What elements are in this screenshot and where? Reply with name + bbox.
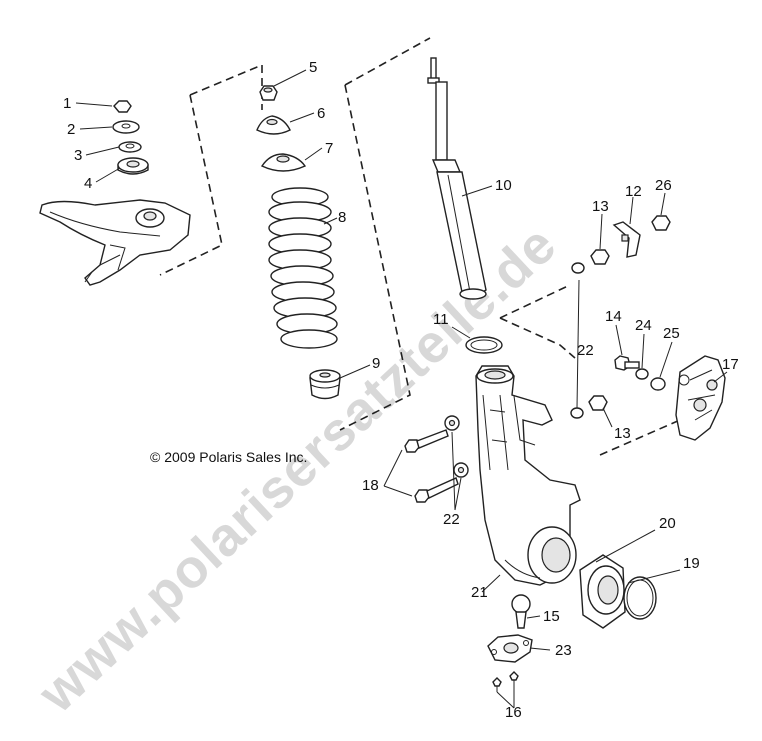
callout-8: 8 [338,209,346,226]
callout-17: 17 [722,356,739,373]
part-19-circlip [623,576,657,620]
part-21-steering-knuckle [475,365,581,586]
callout-10: 10 [495,177,512,194]
sensor-hardware [614,355,666,391]
copyright-text: © 2009 Polaris Sales Inc. [150,449,307,465]
part-15-ball-joint [511,594,531,614]
callout-16: 16 [505,704,522,721]
part-9-bump-stop [309,369,341,400]
callout-24: 24 [635,317,652,334]
callout-12: 12 [625,183,642,200]
lower-ball-joint-parts [487,594,533,692]
part-16-screw-a [492,677,502,687]
part-12-clip [612,221,641,258]
callout-22-lower: 22 [443,511,460,528]
callout-21: 21 [471,584,488,601]
upper-mount-stack [112,100,149,175]
callout-labels: 1 2 3 4 5 6 7 8 9 10 11 12 13 13 14 15 1… [63,59,739,721]
part-11-o-ring [465,336,503,354]
leader-lines [75,69,728,709]
callout-2: 2 [67,121,75,138]
part-25-washer [650,377,666,391]
part-16-screw-b [509,671,519,681]
callout-20: 20 [659,515,676,532]
part-13-nut-upper [590,249,610,265]
callout-13-upper: 13 [592,198,609,215]
callout-5: 5 [309,59,317,76]
small-hardware-right [570,215,671,419]
part-2-washer [112,120,140,134]
part-20-wheel-bearing [579,554,626,629]
part-17-caliper [675,355,726,441]
part-18-bolts [404,415,469,503]
callout-4: 4 [84,175,92,192]
part-8-coil-spring [268,187,338,349]
callout-7: 7 [325,140,333,157]
spring-top-parts [256,85,307,172]
callout-15: 15 [543,608,560,625]
part-1-nut [113,100,132,113]
part-10-shock-absorber [427,57,487,300]
callout-13-lower: 13 [614,425,631,442]
callout-14: 14 [605,308,622,325]
part-24-washer [635,368,649,380]
callout-3: 3 [74,147,82,164]
part-22-washer-lower [570,407,584,419]
callout-6: 6 [317,105,325,122]
part-13-nut-lower [588,395,608,411]
callout-22-upper: 22 [577,342,594,359]
part-22-washer-upper [571,262,585,274]
callout-23: 23 [555,642,572,659]
callout-25: 25 [663,325,680,342]
callout-9: 9 [372,355,380,372]
callout-11: 11 [433,311,449,328]
callout-26: 26 [655,177,672,194]
frame-control-arm [39,199,191,286]
part-26-nut [651,215,671,231]
callout-18: 18 [362,477,379,494]
callout-19: 19 [683,555,700,572]
callout-1: 1 [63,95,71,112]
